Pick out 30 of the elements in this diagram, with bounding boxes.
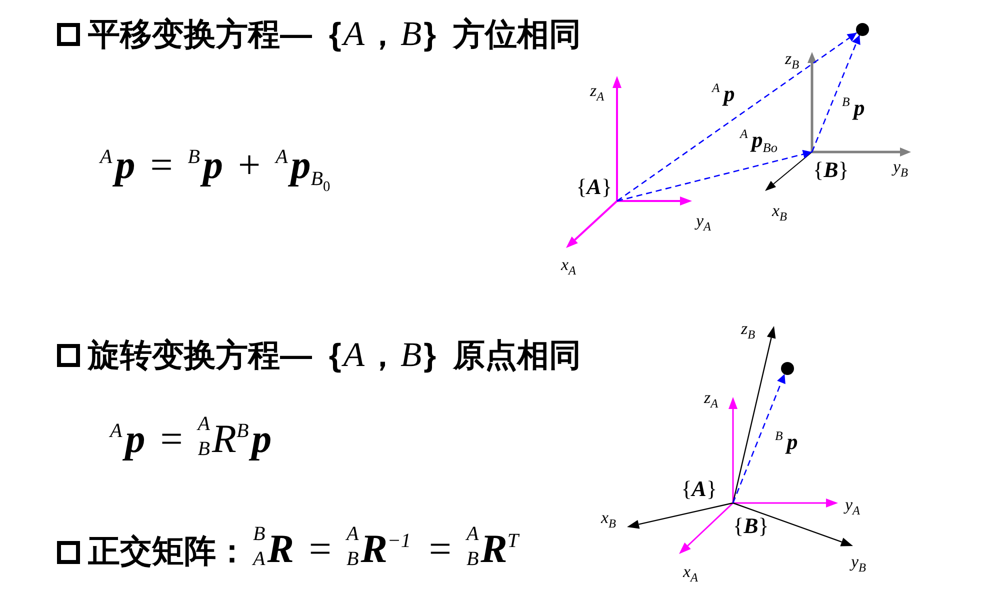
frame-label: {A} bbox=[681, 478, 717, 500]
vector-label: $^{A}$p bbox=[712, 82, 735, 105]
section-heading: 旋转变换方程— {A，B} 原点相同 bbox=[88, 336, 581, 376]
dashed-arrow bbox=[811, 34, 860, 152]
dashed-arrow bbox=[616, 150, 812, 202]
axis-label: y$_{A}$ bbox=[845, 496, 860, 517]
axis-label: x$_{A}$ bbox=[683, 563, 698, 584]
axis-label: z$_{A}$ bbox=[590, 82, 604, 103]
axis-label: x$_{A}$ bbox=[561, 256, 576, 277]
frame-label: {B} bbox=[733, 503, 769, 537]
section-heading: 正交矩阵： bbox=[88, 533, 248, 570]
point-dot bbox=[780, 362, 794, 374]
frame-label: {B} bbox=[812, 152, 851, 181]
section-heading: 平移变换方程— {A，B} 方位相同 bbox=[88, 15, 581, 55]
vector-label: $^{A}$p$_{Bo}$ bbox=[740, 128, 778, 154]
vector-label: $^{B}$p bbox=[775, 430, 798, 453]
axis-label: z$_{A}$ bbox=[704, 389, 718, 410]
frame-label: {A} bbox=[576, 176, 617, 201]
axis-label: z$_{B}$ bbox=[741, 320, 756, 341]
axis-label: x$_{B}$ bbox=[772, 202, 788, 223]
dashed-arrow bbox=[732, 374, 786, 504]
axis-label: x$_{B}$ bbox=[601, 509, 616, 530]
point-dot bbox=[856, 22, 868, 36]
vector-label: $^{B}$p bbox=[842, 96, 865, 119]
axis-label: y$_{A}$ bbox=[696, 212, 712, 233]
axis-label: y$_{B}$ bbox=[893, 158, 908, 179]
equation: $^{A}$p = $^{A}$$_{B}$R$^{B}$p bbox=[110, 412, 272, 462]
axis-label: z$_{B}$ bbox=[785, 50, 800, 71]
axis-label: y$_{B}$ bbox=[851, 553, 866, 574]
dashed-arrow bbox=[616, 32, 858, 202]
